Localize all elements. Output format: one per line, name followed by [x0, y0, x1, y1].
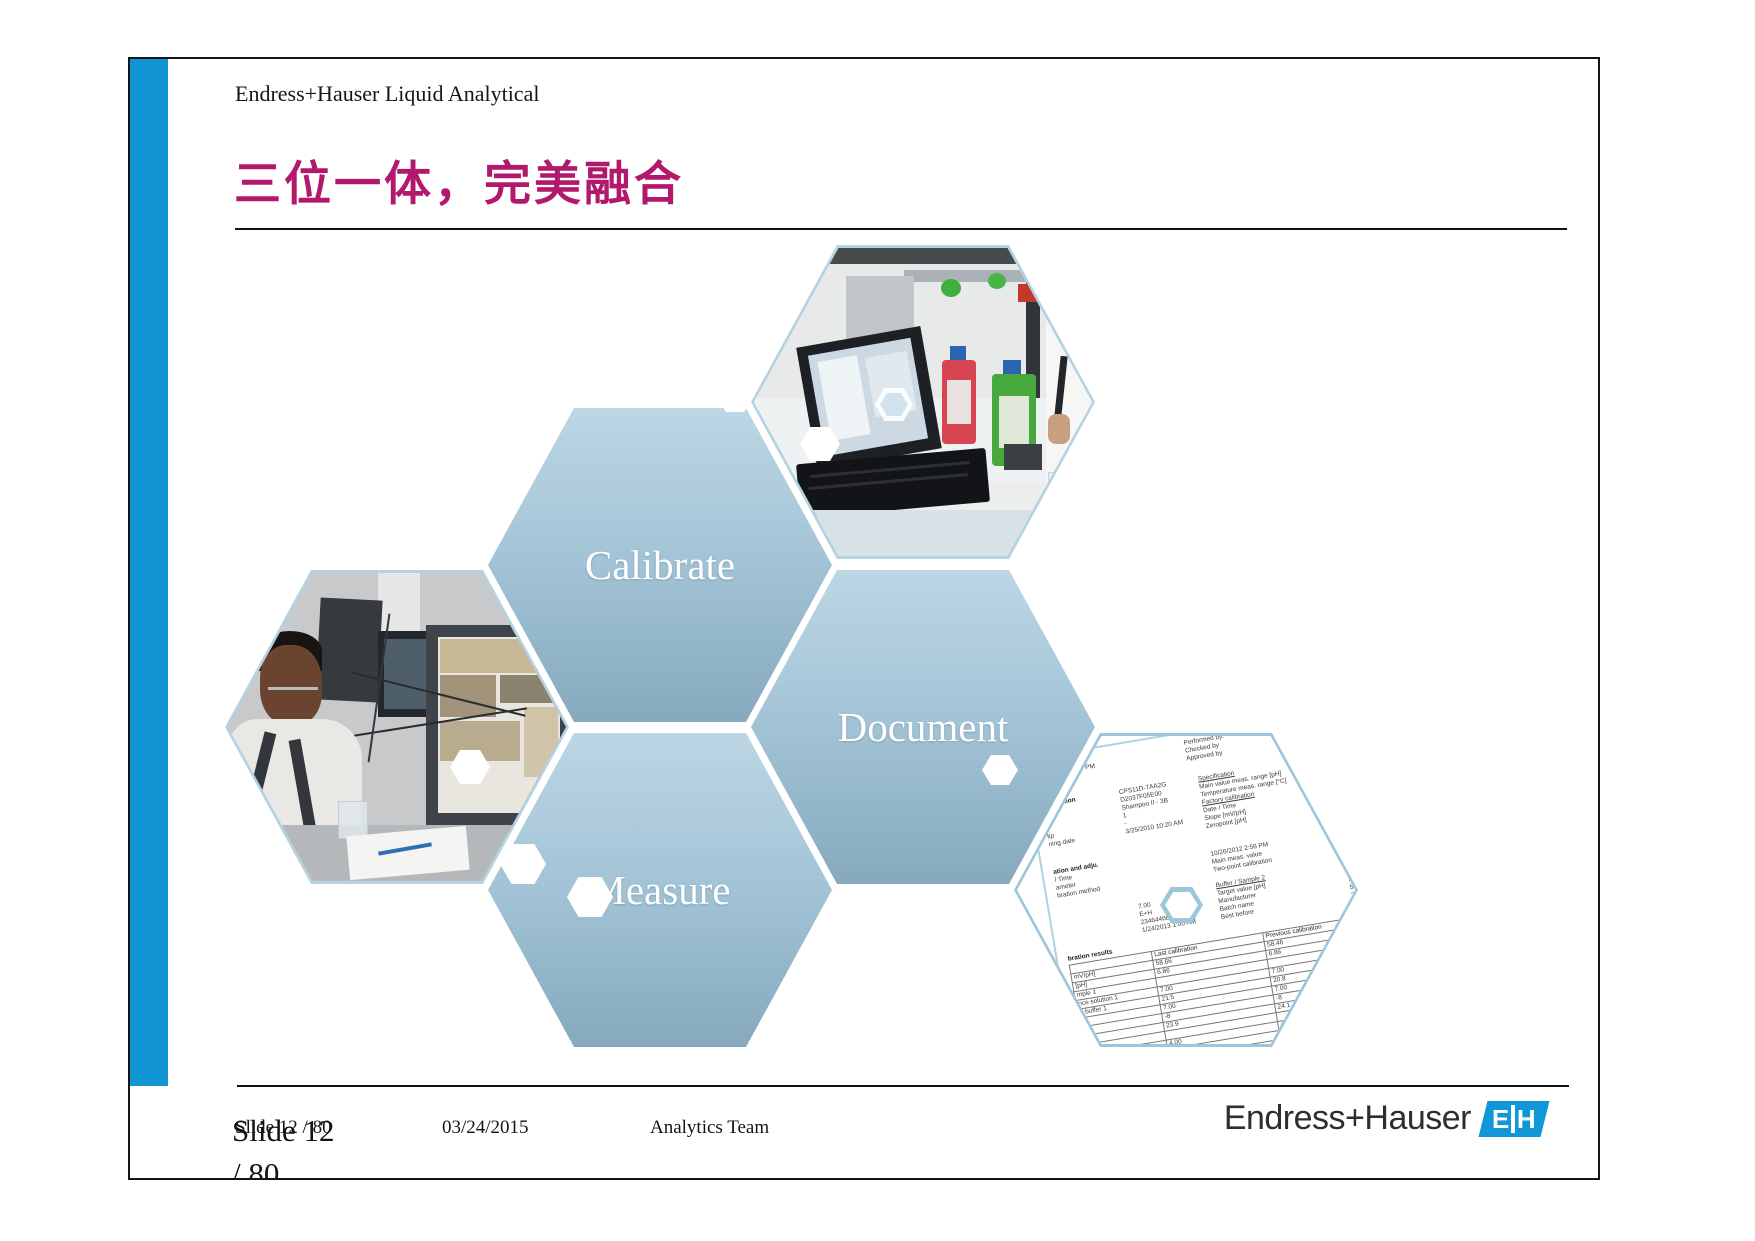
- report-sign-labels: Performed by: Checked by Approved by: [1183, 736, 1225, 763]
- logo-letter-h: H: [1516, 1103, 1536, 1133]
- slide-number-line1: Slide 12: [232, 1113, 335, 1148]
- slide-page: Endress+Hauser Liquid Analytical 三位一体，完美…: [128, 57, 1600, 1180]
- lab-photo: [754, 248, 1092, 556]
- footer-divider: [237, 1085, 1569, 1087]
- monitor-back: [315, 597, 383, 703]
- logo-text: Endress+Hauser: [1223, 1099, 1472, 1137]
- person-photo: [228, 573, 566, 881]
- ph-meter: [1004, 444, 1042, 470]
- bottle-label: [999, 396, 1029, 448]
- mini-hexagon-decoration: [567, 877, 613, 917]
- mini-hexagon-decoration: [982, 755, 1018, 785]
- glasses: [268, 677, 318, 690]
- report-adjustment-values: 10/26/2012 2:56 PM Main meas. value Two-…: [1209, 841, 1273, 874]
- slide-title: 三位一体，完美融合: [234, 157, 684, 210]
- slide-number-small: Slide 12 / 80: [235, 1117, 332, 1138]
- report-info-values: CPS11D-7AA2G D2037F05E00 Shampoo II - 3B…: [1118, 781, 1184, 836]
- mini-hexagon-outline-inner: [1165, 892, 1198, 918]
- accent-bar: [130, 59, 168, 1086]
- report-sign-names: Mary S Tim Sm Tony Mil: [1321, 736, 1349, 740]
- mini-hexagon-decoration: [800, 427, 840, 461]
- lab-valve-green: [941, 279, 961, 297]
- report-factory-values: 10/25/2012 58.66 6.88: [1332, 780, 1355, 809]
- table-cell: 40.9: [1279, 1011, 1355, 1040]
- logo-slash: [1511, 1104, 1515, 1133]
- slide-number-large: Slide 12 / 80: [232, 1109, 335, 1180]
- person-face: [260, 645, 322, 725]
- report-info-side-labels: tip ning date: [1046, 832, 1076, 849]
- footer-team: Analytics Team: [650, 1117, 770, 1138]
- endress-hauser-logo: Endress+Hauser E H: [1223, 1099, 1550, 1138]
- mini-hexagon-outline-inner: [880, 393, 908, 416]
- hand: [1048, 414, 1070, 444]
- photo-shape: [500, 675, 558, 703]
- bottle-cap-blue: [950, 346, 966, 362]
- logo-letter-e: E: [1492, 1103, 1510, 1133]
- person-photo-hexagon: [225, 570, 569, 884]
- logo-icon: E H: [1478, 1100, 1550, 1137]
- mini-hexagon-decoration: [450, 750, 490, 784]
- photo-shape: [524, 707, 558, 777]
- water-glass: [338, 801, 368, 839]
- photo-shape: [754, 248, 1092, 264]
- title-divider: [235, 228, 1567, 230]
- mini-hexagon-decoration: [500, 844, 546, 884]
- slide-number-line2: / 80: [232, 1156, 280, 1180]
- bottle-label: [947, 380, 971, 424]
- report-buffer2-values: 4.00 E+H 58716IQ5 2/20/2013 1:00 AM: [1346, 866, 1355, 900]
- lab-valve-green: [988, 273, 1006, 289]
- beaker: [1048, 472, 1086, 522]
- measure-label: Measure: [589, 867, 731, 913]
- report-buffer2-labels: Target value [pH] Manufacturer Batch nam…: [1216, 882, 1267, 921]
- beaker-liquid-green: [1050, 494, 1082, 519]
- bottle-cap-blue: [1003, 360, 1021, 376]
- lab-clamp-red: [1018, 284, 1046, 302]
- report-spec-values: 1.00 ... 1 -15.0 ... 8: [1328, 757, 1355, 777]
- calibrate-label: Calibrate: [584, 542, 736, 588]
- footer-date: 03/24/2015: [442, 1117, 529, 1138]
- company-eyebrow: Endress+Hauser Liquid Analytical: [235, 81, 540, 106]
- report-results-table: Last calibration Previous calibration De…: [1069, 900, 1355, 1044]
- mini-hexagon-decoration: [717, 382, 753, 412]
- document-label: Document: [837, 704, 1009, 750]
